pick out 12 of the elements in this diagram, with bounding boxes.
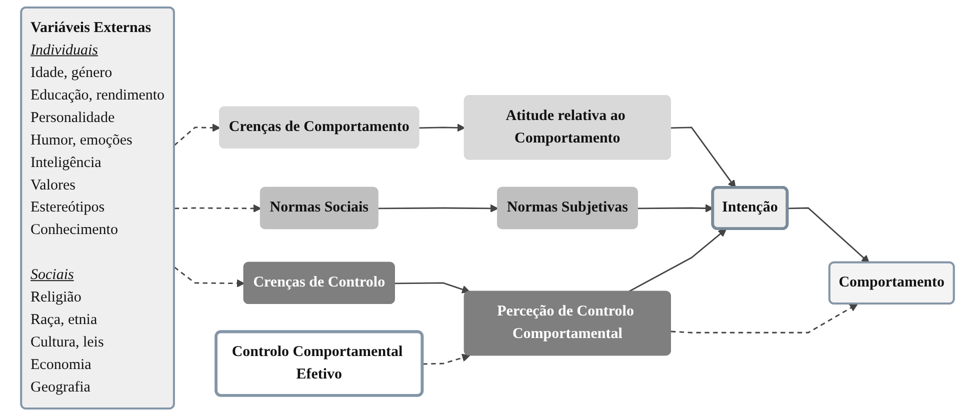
arrow xyxy=(394,282,470,294)
arrow xyxy=(174,204,262,213)
arrow xyxy=(628,228,727,292)
arrow xyxy=(419,124,466,132)
arrow xyxy=(174,124,220,146)
arrow xyxy=(174,266,245,288)
arrow xyxy=(638,204,714,212)
arrow xyxy=(378,204,498,213)
arrow xyxy=(422,354,470,365)
arrow xyxy=(788,207,870,264)
arrow xyxy=(670,304,858,334)
arrow xyxy=(670,126,736,188)
